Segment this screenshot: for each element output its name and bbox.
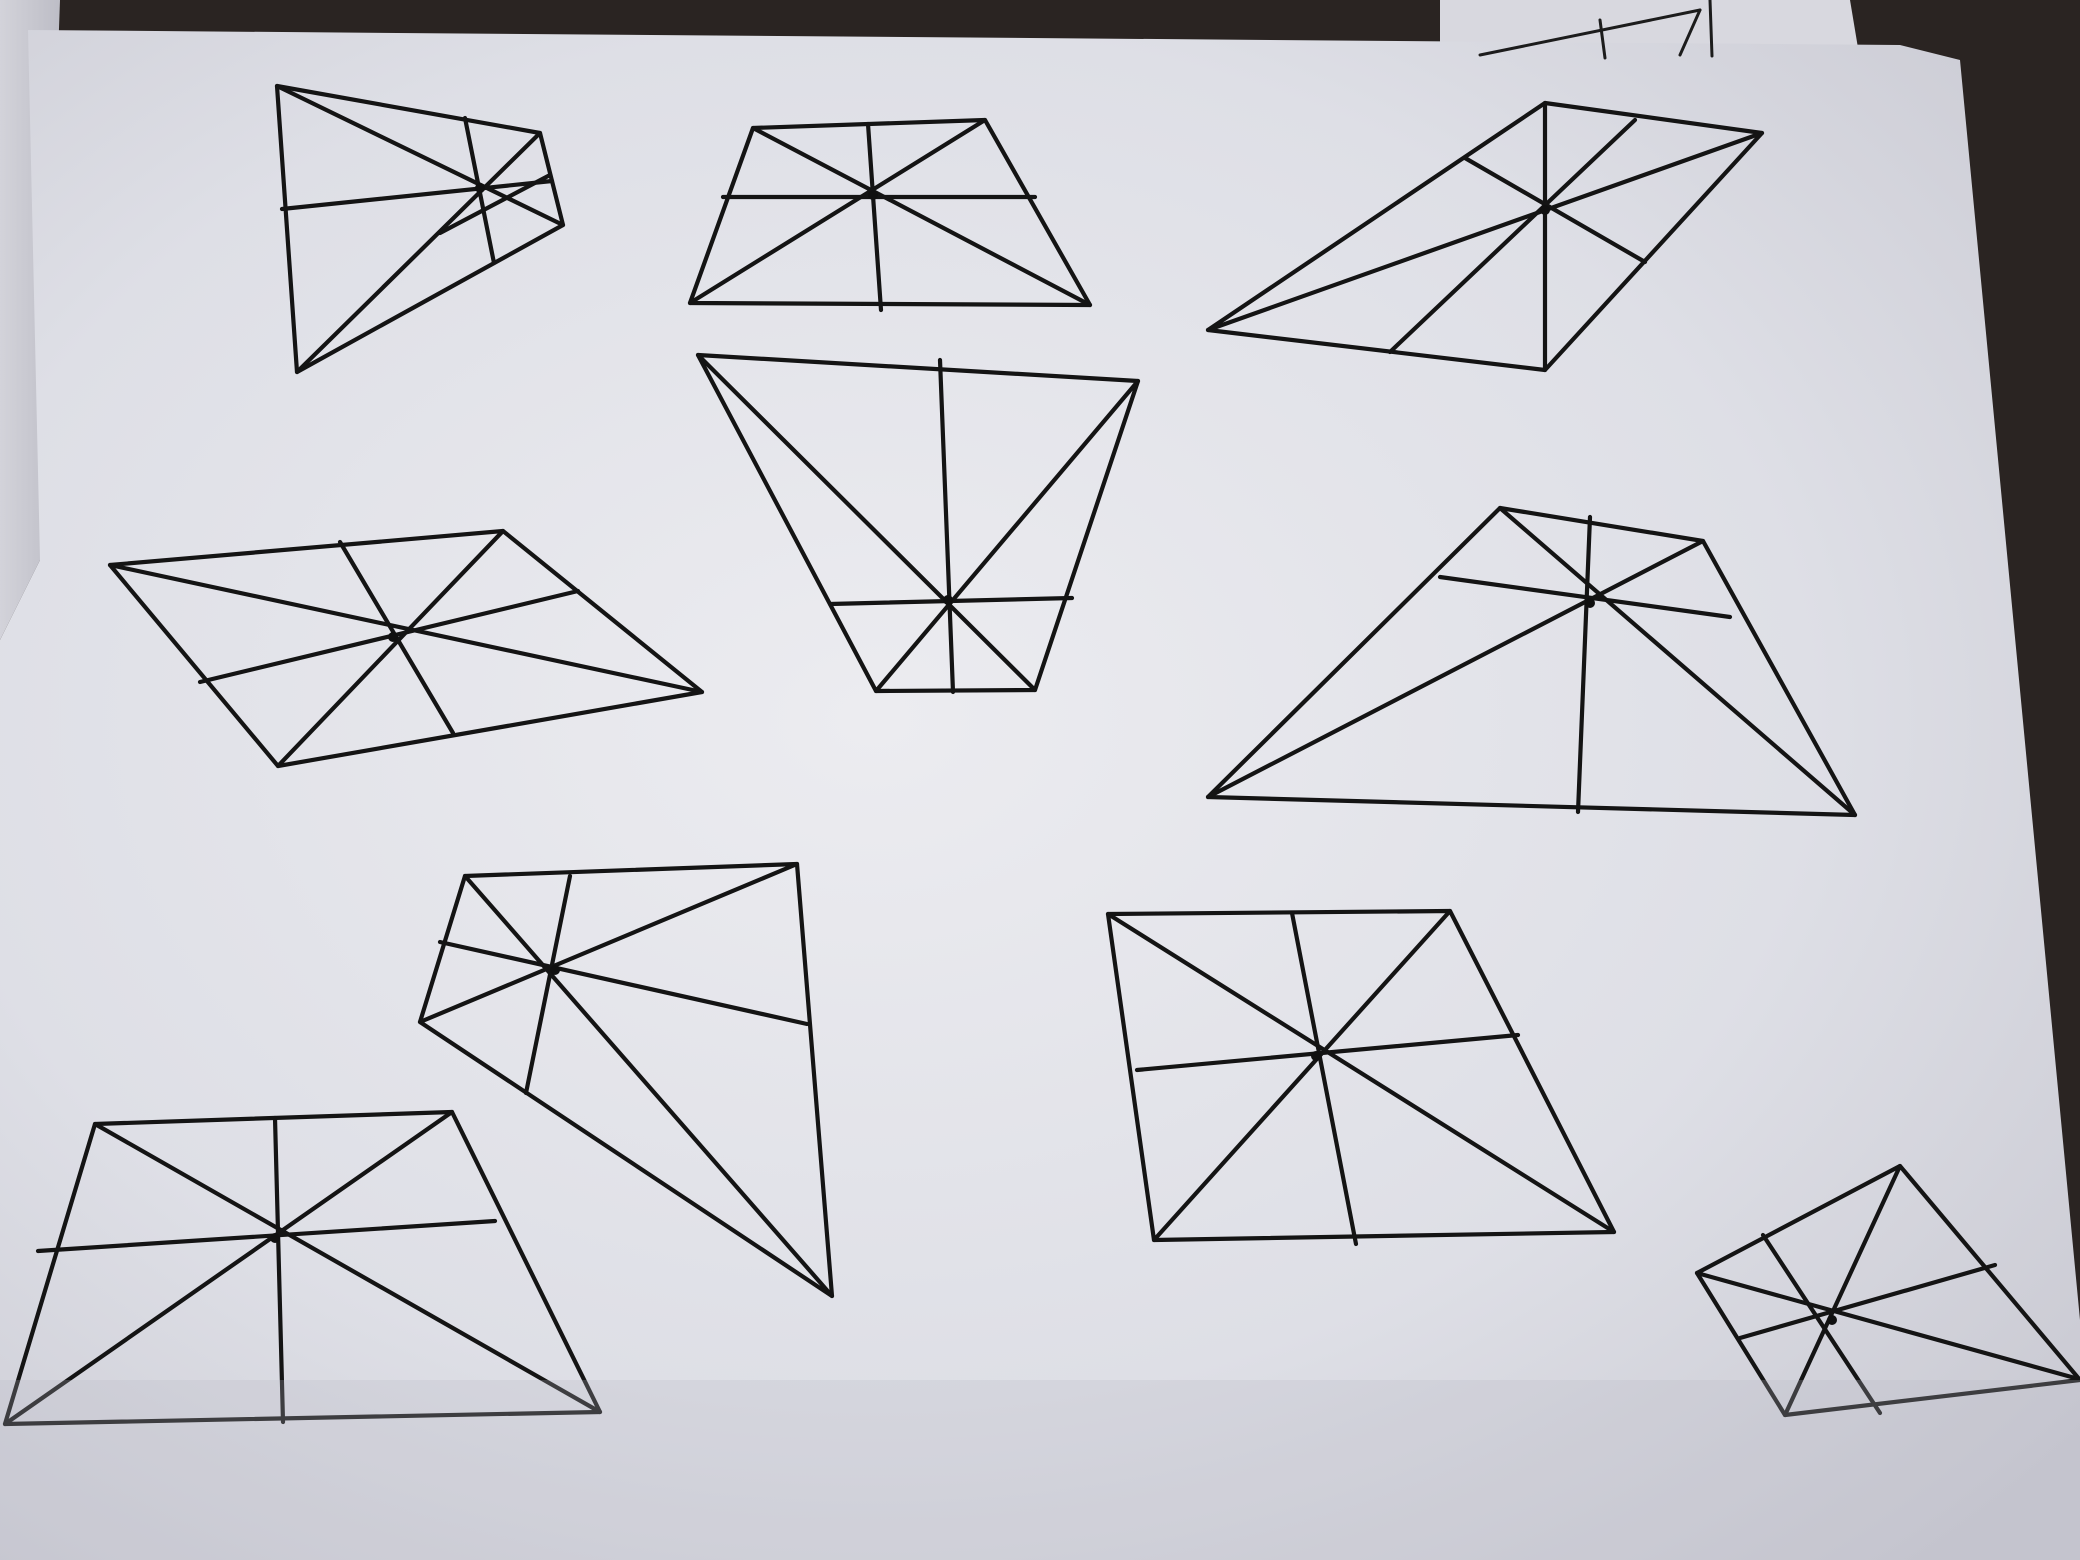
figure-8 <box>1105 908 1617 1247</box>
figure-1 <box>274 83 566 375</box>
figure-9 <box>2 1109 603 1427</box>
figure-6 <box>1205 505 1858 818</box>
vignette <box>0 1380 2080 1560</box>
figure-10 <box>1694 1163 2080 1418</box>
peek-lines <box>1478 0 1714 60</box>
figure-3 <box>1205 100 1765 373</box>
figure-7 <box>417 861 835 1299</box>
figure-4 <box>695 352 1141 695</box>
figure-5 <box>107 528 705 769</box>
paper-sheet <box>0 30 2080 1560</box>
figure-2 <box>687 117 1093 313</box>
